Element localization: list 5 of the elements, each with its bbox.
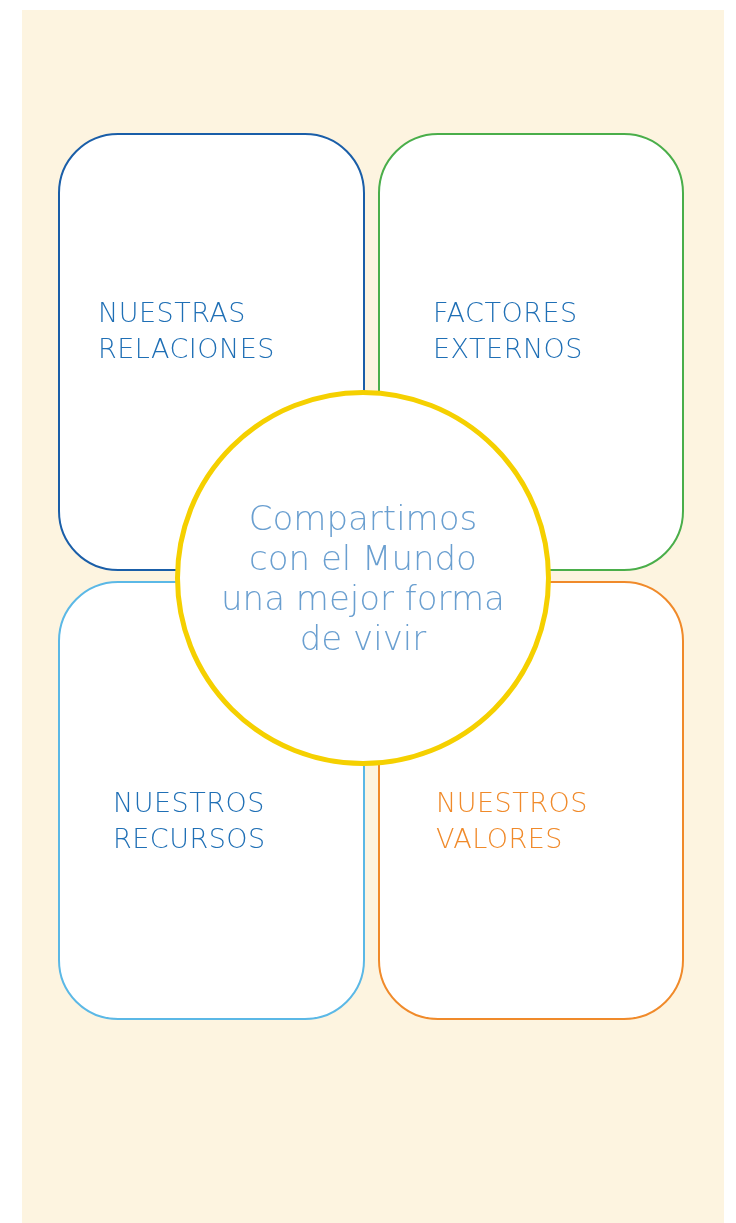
box-label: NUESTRAS RELACIONES [98,296,276,366]
box-label: FACTORES EXTERNOS [433,296,584,366]
box-label: NUESTROS VALORES [436,786,589,856]
box-label: NUESTROS RECURSOS [113,786,267,856]
center-text: Compartimos con el Mundo una mejor forma de vivir [220,498,506,658]
